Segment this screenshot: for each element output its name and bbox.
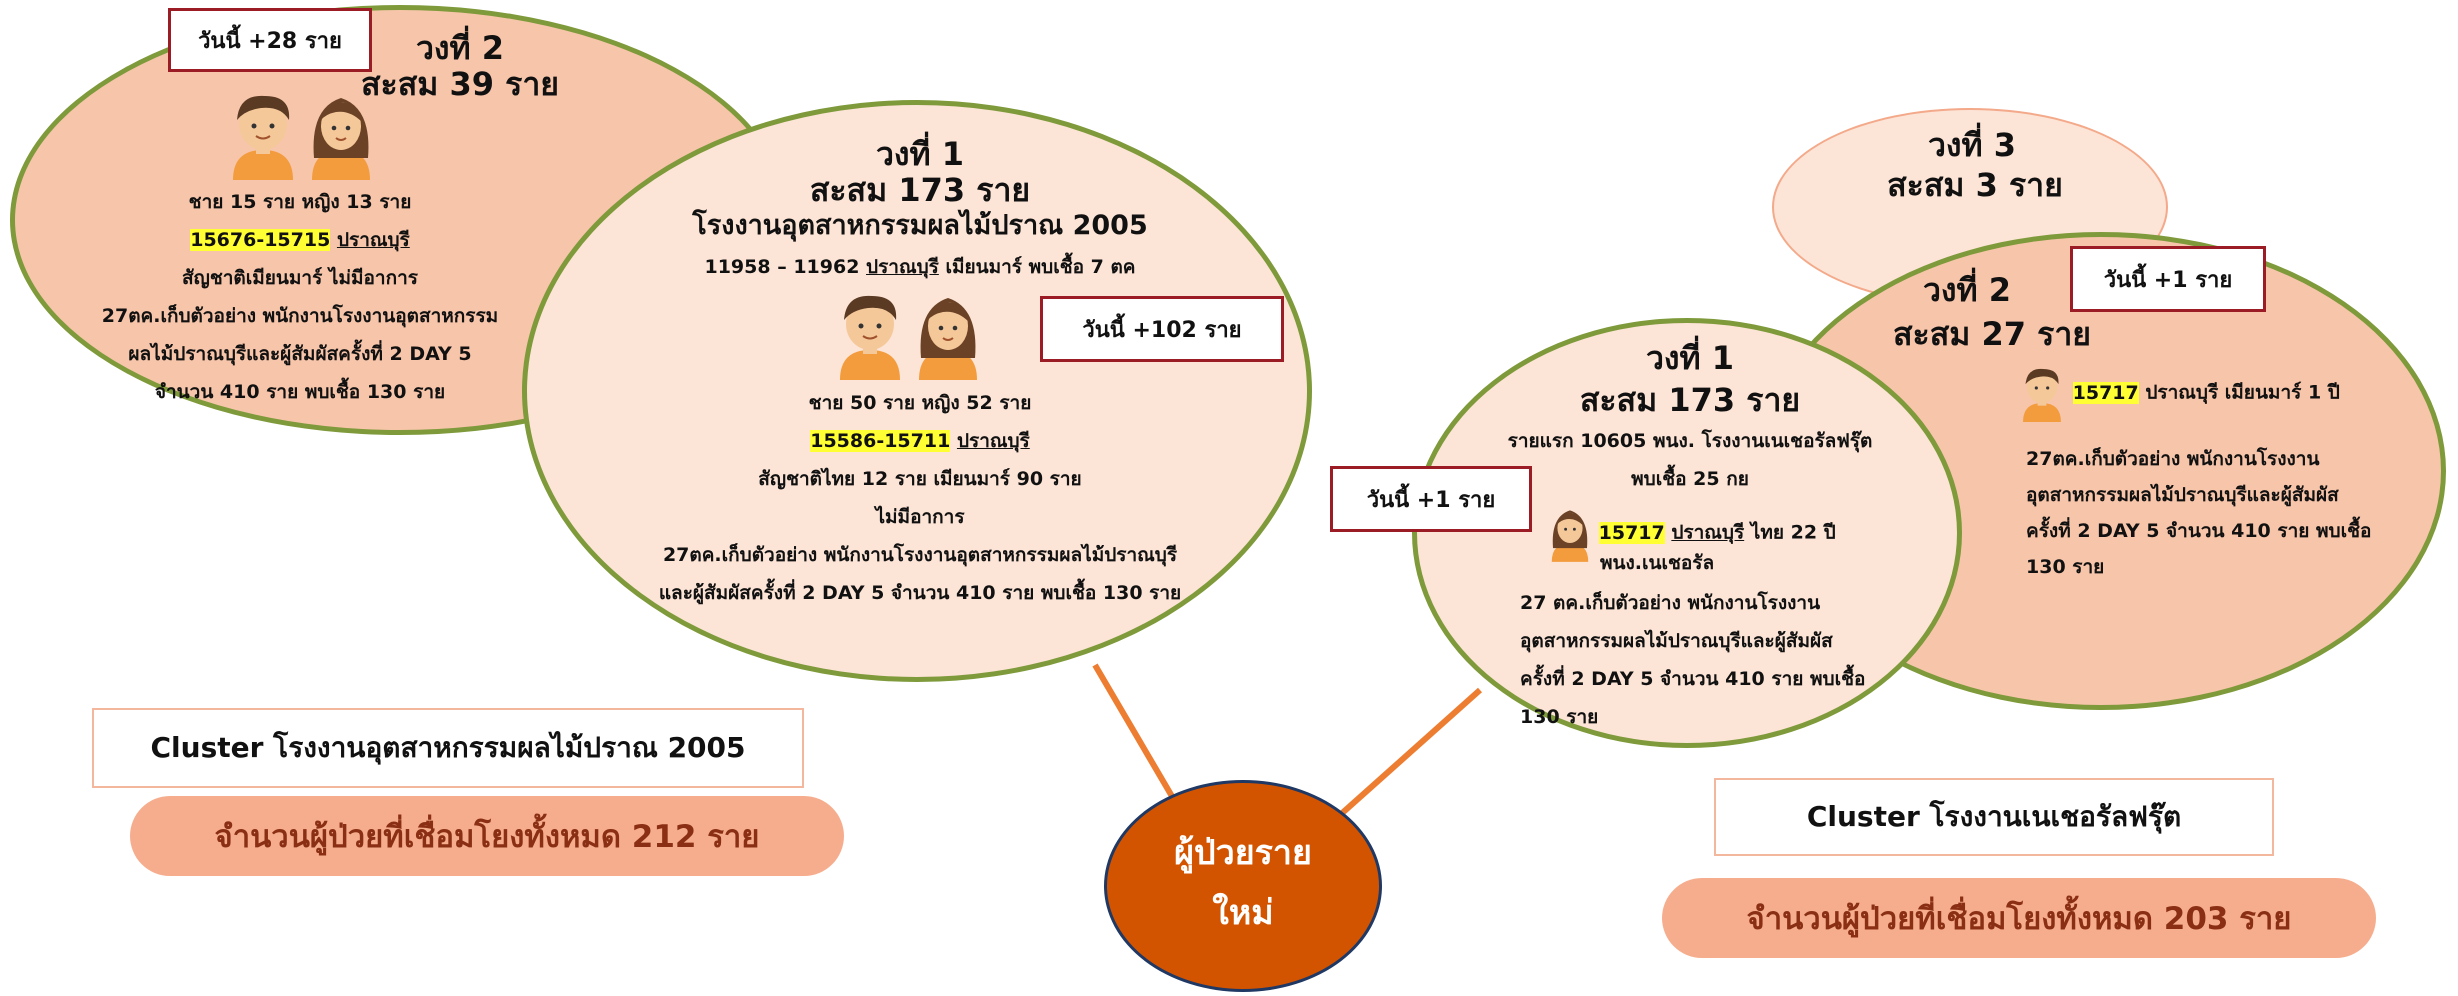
right-ring2-title: วงที่ 2 <box>1922 271 2012 309</box>
right-ring2-total: สะสม 27 ราย <box>1892 315 2092 353</box>
male-avatar-icon <box>2023 368 2061 423</box>
left-total-linked: จำนวนผู้ป่วยที่เชื่อมโยงทั้งหมด 212 ราย <box>130 796 844 876</box>
right-ring2-line4: 130 ราย <box>2026 556 2105 578</box>
left-ring2-gender: ชาย 15 ราย หญิง 13 ราย <box>188 191 412 213</box>
left-ring2-place: ปราณบุรี <box>336 229 410 251</box>
left-ring1-gender: ชาย 50 ราย หญิง 52 ราย <box>808 392 1032 414</box>
female-avatar-icon <box>919 298 978 380</box>
right-ring3-total: สะสม 3 ราย <box>1887 166 2063 204</box>
left-ring2-today-badge: วันนี้ +28 ราย <box>168 8 372 72</box>
right-ring1-first2: พบเชื้อ 25 กย <box>1631 468 1749 490</box>
right-ring3-title: วงที่ 3 <box>1927 126 2017 164</box>
right-ring1-id: 15717 <box>1598 521 1665 544</box>
left-ring1-ids: 15586-15711 <box>810 430 951 452</box>
new-patient-line1: ผู้ป่วยราย <box>1174 833 1312 873</box>
right-ring1-title: วงที่ 1 <box>1645 339 1735 377</box>
right-ring1-case-line: 15717 ปราณบุรี ไทย 22 ปี <box>1548 502 1836 564</box>
right-ring2-today-badge: วันนี้ +1 ราย <box>2070 246 2266 312</box>
right-ring2-line2: อุตสาหกรรมผลไม้ปราณบุรีและผู้สัมผัส <box>2026 484 2339 506</box>
left-ring2-line2: 27ตค.เก็บตัวอย่าง พนักงานโรงงานอุตสาหกรร… <box>101 305 499 327</box>
right-ring2-case-line: 15717 ปราณบุรี เมียนมาร์ 1 ปี <box>2018 360 2340 426</box>
right-ring1-today-badge: วันนี้ +1 ราย <box>1330 466 1532 532</box>
right-ring2-line1: 27ตค.เก็บตัวอย่าง พนักงานโรงงาน <box>2026 448 2320 470</box>
right-ring1-total: สะสม 173 ราย <box>1579 381 1801 419</box>
right-ring1-line2: อุตสาหกรรมผลไม้ปราณบุรีและผู้สัมผัส <box>1520 630 1833 652</box>
left-ring1-place: ปราณบุรี <box>956 430 1030 452</box>
left-ring2-people <box>225 88 376 180</box>
left-ring2-line4: จำนวน 410 ราย พบเชื้อ 130 ราย <box>154 381 446 403</box>
left-ring1-people <box>832 286 983 382</box>
left-ring2-title: วงที่ 2 <box>415 29 505 67</box>
female-avatar-icon <box>1551 510 1589 562</box>
new-patient-node <box>1104 780 1382 992</box>
right-ring1-ellipse <box>1412 318 1962 748</box>
right-total-linked: จำนวนผู้ป่วยที่เชื่อมโยงทั้งหมด 203 ราย <box>1662 878 2376 958</box>
left-ring1-line1: สัญชาติไทย 12 ราย เมียนมาร์ 90 ราย <box>758 468 1082 490</box>
right-ring1-place: ปราณบุรี <box>1671 521 1745 544</box>
male-avatar-icon <box>233 95 293 180</box>
left-ring2-line1: สัญชาติเมียนมาร์ ไม่มีอาการ <box>182 267 418 289</box>
right-ring1-info: ไทย 22 ปี <box>1744 521 1836 544</box>
right-ring1-job: พนง.เนเชอรัล <box>1600 552 1715 574</box>
right-ring1-line1: 27 ตค.เก็บตัวอย่าง พนักงานโรงงาน <box>1520 592 1821 614</box>
right-cluster-label: Cluster โรงงานเนเชอรัลฟรุ๊ต <box>1714 778 2274 856</box>
right-ring2-line3: ครั้งที่ 2 DAY 5 จำนวน 410 ราย พบเชื้อ <box>2026 520 2372 542</box>
left-ring2-ids-line: 15676-15715 ปราณบุรี <box>90 221 510 259</box>
left-ring1-line3: 27ตค.เก็บตัวอย่าง พนักงานโรงงานอุตสาหกรร… <box>662 544 1178 566</box>
left-cluster-label: Cluster โรงงานอุตสาหกรรมผลไม้ปราณ 2005 <box>92 708 804 788</box>
left-ring1-today-badge: วันนี้ +102 ราย <box>1040 296 1284 362</box>
left-ring1-ids-line: 15586-15711 ปราณบุรี <box>720 422 1120 460</box>
female-avatar-icon <box>312 98 371 180</box>
left-ring1-title: วงที่ 1 <box>875 135 965 173</box>
left-ring2-total: สะสม 39 ราย <box>360 65 560 103</box>
new-patient-line2: ใหม่ <box>1212 893 1274 933</box>
left-ring2-ids: 15676-15715 <box>190 229 331 251</box>
left-ring1-ellipse <box>522 100 1312 682</box>
left-ring1-line4: และผู้สัมผัสครั้งที่ 2 DAY 5 จำนวน 410 ร… <box>658 582 1182 604</box>
right-ring1-line3: ครั้งที่ 2 DAY 5 จำนวน 410 ราย พบเชื้อ <box>1520 668 1866 690</box>
right-ring2-id: 15717 <box>2072 381 2139 404</box>
male-avatar-icon <box>840 295 900 380</box>
right-ring2-info: ปราณบุรี เมียนมาร์ 1 ปี <box>2138 381 2340 404</box>
connector-right <box>1338 687 1482 818</box>
connector-left <box>1092 663 1183 812</box>
left-ring1-factory: โรงงานอุตสาหกรรมผลไม้ปราณ 2005 <box>692 210 1148 241</box>
right-ring1-line4: 130 ราย <box>1520 706 1599 728</box>
left-ring1-line2: ไม่มีอาการ <box>875 506 965 528</box>
right-ring1-first1: รายแรก 10605 พนง. โรงงานเนเชอรัลฟรุ๊ต <box>1507 430 1873 452</box>
left-ring1-total: สะสม 173 ราย <box>809 171 1031 209</box>
left-ring2-line3: ผลไม้ปราณบุรีและผู้สัมผัสครั้งที่ 2 DAY … <box>128 343 472 365</box>
left-ring1-first-case: 11958 – 11962 ปราณบุรี เมียนมาร์ พบเชื้อ… <box>704 256 1136 278</box>
